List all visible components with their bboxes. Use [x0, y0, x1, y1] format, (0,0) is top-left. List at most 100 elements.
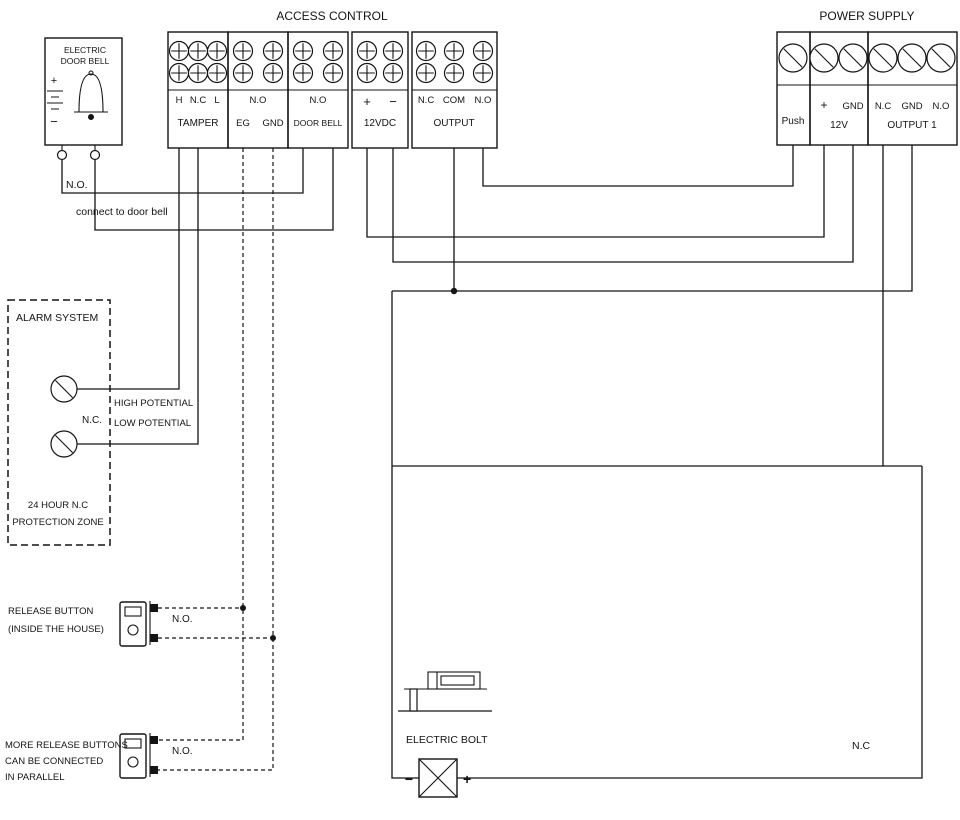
screw-terminal-phillips [187, 40, 209, 62]
bolt-minus-label: − [405, 771, 413, 787]
wire-doorbell-2 [94, 148, 334, 231]
alarm-zone-line2: PROTECTION ZONE [12, 517, 103, 528]
screw-terminal-phillips [292, 40, 314, 62]
screw-terminal-phillips [472, 40, 494, 62]
bell-icon [74, 70, 108, 120]
bolt-connector-cross [418, 758, 458, 798]
screw-terminal-phillips [292, 62, 314, 84]
screw-terminal-phillips [356, 40, 378, 62]
release-button-2: MORE RELEASE BUTTONS CAN BE CONNECTED IN… [5, 733, 193, 783]
label-tamper-l: L [214, 95, 219, 106]
label-out1-gnd: GND [901, 101, 922, 112]
screw-terminal-phillips [262, 40, 284, 62]
release2-label-line2: CAN BE CONNECTED [5, 756, 103, 767]
wire-bolt-minus [391, 291, 419, 779]
alarm-terminals [50, 375, 78, 458]
release-button-icon [119, 733, 147, 779]
wire-bolt-plus [457, 466, 923, 779]
battery-plates [47, 90, 63, 110]
wires-dashed [158, 148, 276, 771]
wires-solid [61, 145, 923, 779]
screw-terminal-phillips [415, 62, 437, 84]
access-terminals [168, 40, 494, 84]
label-output: OUTPUT [433, 118, 474, 129]
connect-doorbell-label: connect to door bell [76, 206, 168, 218]
wire-12v-plus [366, 145, 825, 238]
screw-terminal-slot [50, 375, 78, 403]
screw-terminal-phillips [322, 40, 344, 62]
doorbell-device-box [44, 37, 123, 146]
label-tamper: TAMPER [178, 118, 219, 129]
power-terminals [778, 43, 956, 73]
wire-tamper-high [77, 148, 180, 390]
output1-group-box [867, 31, 958, 146]
label-output-no: N.O [475, 95, 492, 106]
release-button-1: RELEASE BUTTON (INSIDE THE HOUSE) N.O. [8, 601, 193, 647]
power-supply-block: POWER SUPPLY Push + GND 12V N.C GND N.O … [776, 9, 958, 146]
label-out1-nc: N.C [875, 101, 892, 112]
label-12v-minus: − [389, 94, 397, 109]
access-control-title: ACCESS CONTROL [276, 9, 388, 23]
bolt-connector-box [418, 758, 458, 798]
wire-gnd-run [392, 145, 913, 292]
alarm-system: ALARM SYSTEM N.C. 24 HOUR N.C PROTECTION… [7, 299, 111, 546]
screw-terminal-phillips [168, 62, 190, 84]
label-12v-plus: + [363, 94, 371, 109]
screw-terminal-slot [838, 43, 868, 73]
screw-terminal-phillips [415, 40, 437, 62]
label-output-nc: N.C [418, 95, 435, 106]
power-supply-title: POWER SUPPLY [819, 9, 914, 23]
doorbell-terminal-2 [89, 149, 101, 161]
screw-terminal-phillips [443, 62, 465, 84]
screw-terminal-phillips [206, 62, 228, 84]
screw-terminal-phillips [232, 40, 254, 62]
label-doorbell: DOOR BELL [294, 118, 343, 128]
screw-terminal-slot [50, 430, 78, 458]
screw-terminal-phillips [382, 62, 404, 84]
release-button-icon [119, 601, 147, 647]
doorbell-no-label: N.O. [66, 179, 88, 191]
screw-terminal-phillips [168, 40, 190, 62]
low-potential-label: LOW POTENTIAL [114, 418, 191, 429]
label-eg-gnd: GND [262, 118, 283, 129]
screw-terminal-slot [809, 43, 839, 73]
label-output1: OUTPUT 1 [887, 120, 937, 131]
alarm-system-box [7, 299, 111, 546]
label-out1-no: N.O [933, 101, 950, 112]
electric-bolt-drawing [398, 671, 492, 712]
battery-icon: + − [47, 75, 63, 129]
alarm-nc-label: N.C. [82, 415, 102, 426]
junction-com-gnd [450, 287, 458, 295]
battery-minus: − [50, 114, 58, 129]
wire-tamper-low [77, 148, 199, 445]
screw-terminal-phillips [443, 40, 465, 62]
no-contact-symbol [149, 733, 158, 777]
release1-no-label: N.O. [172, 614, 193, 625]
screw-terminal-slot [926, 43, 956, 73]
access-control-block: ACCESS CONTROL H N.C L TAMPER N.O EG GND… [167, 9, 498, 149]
high-potential-label: HIGH POTENTIAL [114, 398, 193, 409]
release1-label-line1: RELEASE BUTTON [8, 606, 93, 617]
doorbell-device-title2: DOOR BELL [61, 56, 110, 66]
screw-terminal-phillips [472, 62, 494, 84]
junction-gnd [270, 635, 276, 641]
release2-label-line1: MORE RELEASE BUTTONS [5, 740, 128, 751]
release2-no-label: N.O. [172, 746, 193, 757]
alarm-system-title: ALARM SYSTEM [16, 312, 98, 324]
label-push: Push [782, 116, 805, 127]
wire-eg-release [158, 148, 244, 741]
wire-12v-minus [392, 145, 854, 263]
battery-plus: + [51, 75, 57, 87]
alarm-zone-line1: 24 HOUR N.C [28, 500, 88, 511]
screw-terminal-phillips [322, 62, 344, 84]
screw-terminal-slot [868, 43, 898, 73]
screw-terminal-phillips [206, 40, 228, 62]
screw-terminal-phillips [356, 62, 378, 84]
label-eg-no: N.O [250, 95, 267, 106]
screw-terminal-phillips [232, 62, 254, 84]
wire-gnd-release [158, 148, 274, 771]
screw-terminal-slot [897, 43, 927, 73]
label-power-plus: + [820, 98, 827, 112]
